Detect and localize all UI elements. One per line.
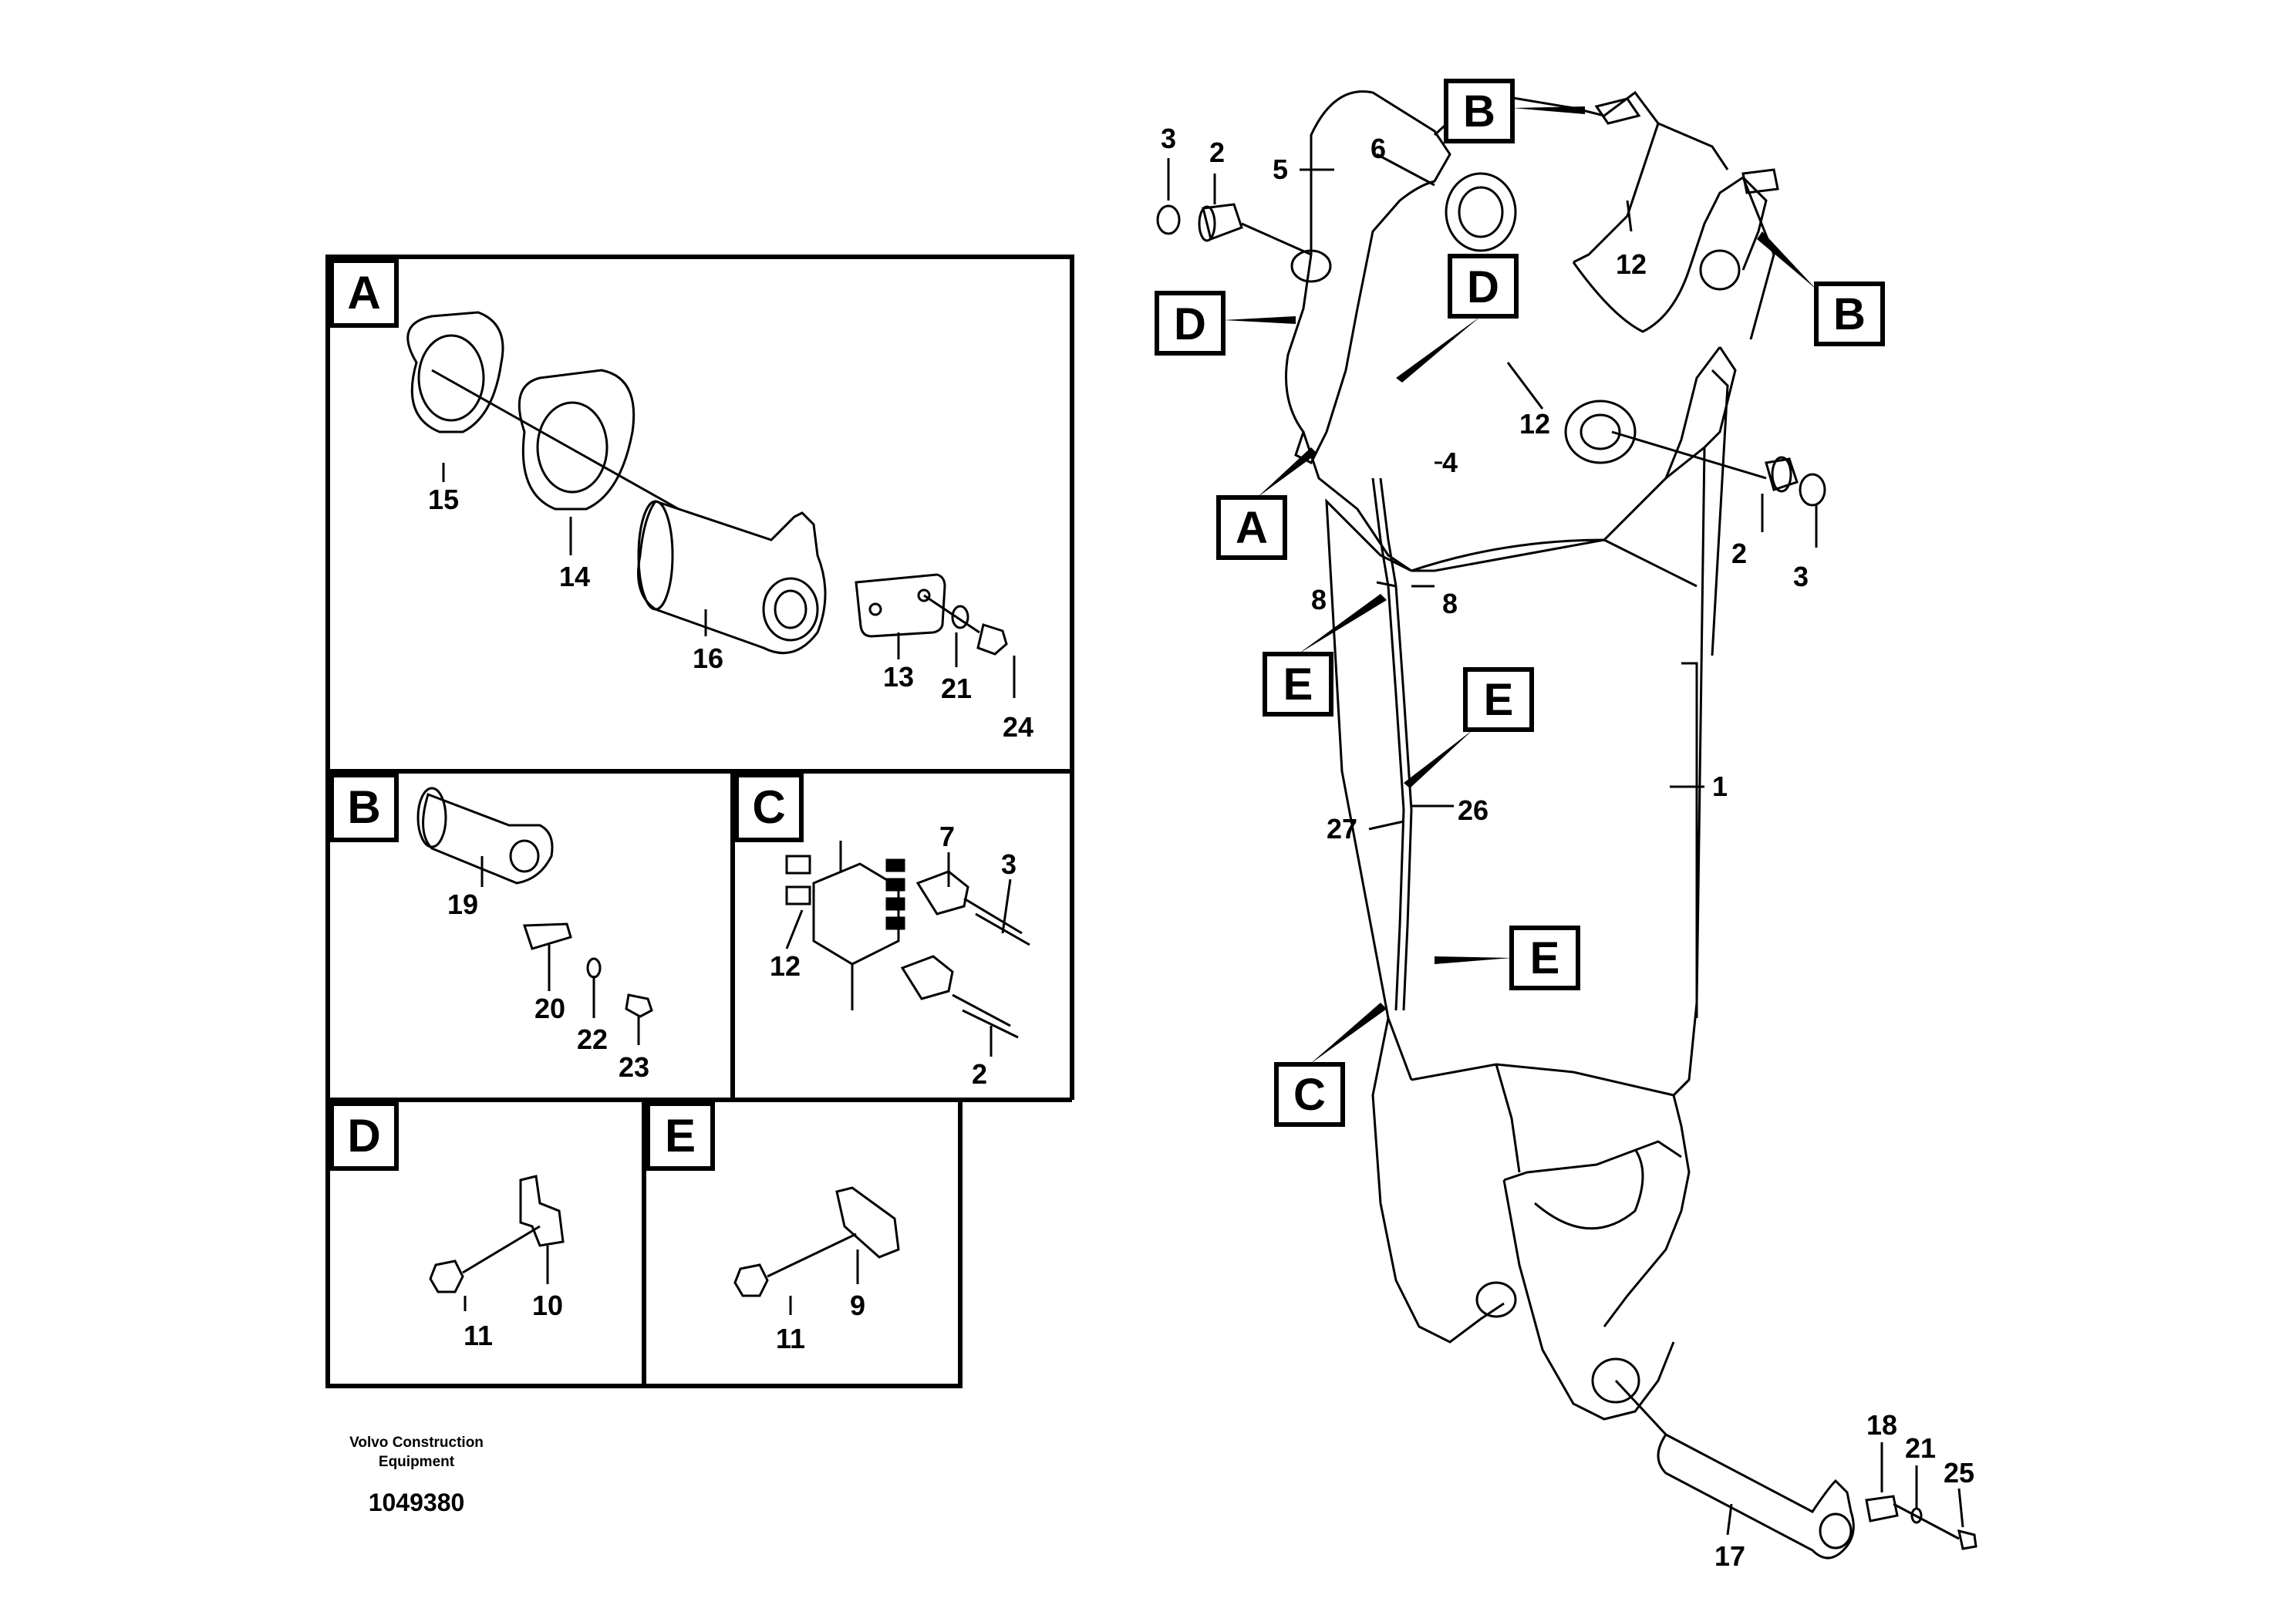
detail-E-drawing <box>733 1186 900 1315</box>
detail-letter-E: E <box>646 1101 715 1171</box>
detail-B-label: B <box>347 781 380 833</box>
part-15: 15 <box>428 484 459 515</box>
callout-E-upper: E <box>1263 594 1387 717</box>
detail-frames <box>325 255 1074 1388</box>
main-part-6: 6 <box>1371 133 1386 164</box>
main-part-12-top: 12 <box>1616 248 1647 280</box>
part-19: 19 <box>447 889 478 920</box>
arm-assembly <box>1156 90 1977 1560</box>
detail-letter-A: A <box>329 258 399 328</box>
callout-D-right: D <box>1396 254 1519 383</box>
main-part-8-right: 8 <box>1442 588 1458 619</box>
detail-D-drawing <box>429 1175 565 1311</box>
main-part-18: 18 <box>1866 1409 1897 1441</box>
callout-C-main: C <box>1274 1003 1387 1127</box>
part-24: 24 <box>1003 711 1033 743</box>
callout-B-right-label: B <box>1833 289 1866 339</box>
part-14: 14 <box>559 561 590 592</box>
detail-letter-B: B <box>329 773 399 842</box>
part-21: 21 <box>941 673 972 704</box>
part-11: 11 <box>464 1320 493 1351</box>
part-12: 12 <box>770 950 801 982</box>
callout-B-right: B <box>1757 231 1885 346</box>
main-part-2-right: 2 <box>1731 538 1747 569</box>
callout-A-main-label: A <box>1236 503 1268 553</box>
main-part-4: 4 <box>1442 447 1458 478</box>
main-part-1: 1 <box>1712 771 1728 802</box>
footer: Volvo Construction Equipment 1049380 <box>308 1433 524 1517</box>
part-22: 22 <box>577 1023 608 1055</box>
main-part-5: 5 <box>1273 153 1288 185</box>
part-9: 9 <box>850 1290 865 1321</box>
company-line-1: Volvo Construction <box>349 1435 484 1451</box>
callout-B-top-label: B <box>1463 86 1495 137</box>
detail-letter-C: C <box>734 773 804 842</box>
detail-C-label: C <box>752 781 785 833</box>
main-part-17: 17 <box>1714 1540 1745 1572</box>
detail-letter-D: D <box>329 1101 399 1171</box>
callout-C-main-label: C <box>1293 1070 1326 1120</box>
callout-E-mid: E <box>1404 667 1534 788</box>
part-16: 16 <box>693 642 723 674</box>
callout-D-left-label: D <box>1174 299 1206 349</box>
detail-C-drawing <box>785 841 1030 1057</box>
callout-B-top: B <box>1444 79 1585 143</box>
document-number: 1049380 <box>368 1489 465 1516</box>
detail-B-drawing <box>416 787 653 1045</box>
main-part-25: 25 <box>1944 1457 1974 1489</box>
main-part-26: 26 <box>1458 794 1489 826</box>
main-part-3-left: 3 <box>1161 123 1176 154</box>
detail-E-label: E <box>665 1110 696 1162</box>
part-11-E: 11 <box>776 1323 805 1354</box>
part-7: 7 <box>939 821 955 852</box>
callout-D-left: D <box>1155 291 1296 356</box>
callout-E-lower: E <box>1435 926 1580 990</box>
callout-E-mid-label: E <box>1484 675 1514 725</box>
main-part-2-left: 2 <box>1209 137 1225 168</box>
callout-A-main: A <box>1216 447 1317 560</box>
part-20: 20 <box>534 993 565 1024</box>
callout-E-lower-label: E <box>1530 933 1560 983</box>
callout-D-right-label: D <box>1467 262 1499 312</box>
main-part-8-left: 8 <box>1311 584 1327 615</box>
callout-E-upper-label: E <box>1283 659 1313 710</box>
main-part-21: 21 <box>1905 1432 1936 1464</box>
detail-A-label: A <box>347 267 380 319</box>
part-2: 2 <box>972 1058 987 1090</box>
company-line-2: Equipment <box>378 1454 455 1470</box>
main-part-12-mid: 12 <box>1519 408 1550 440</box>
part-10: 10 <box>532 1290 563 1321</box>
part-3: 3 <box>1001 848 1017 880</box>
detail-A-drawing <box>406 311 1016 698</box>
part-13: 13 <box>883 661 914 693</box>
main-part-27: 27 <box>1327 813 1357 845</box>
main-part-3-right: 3 <box>1793 561 1809 592</box>
part-23: 23 <box>619 1051 649 1083</box>
detail-D-label: D <box>347 1110 380 1162</box>
